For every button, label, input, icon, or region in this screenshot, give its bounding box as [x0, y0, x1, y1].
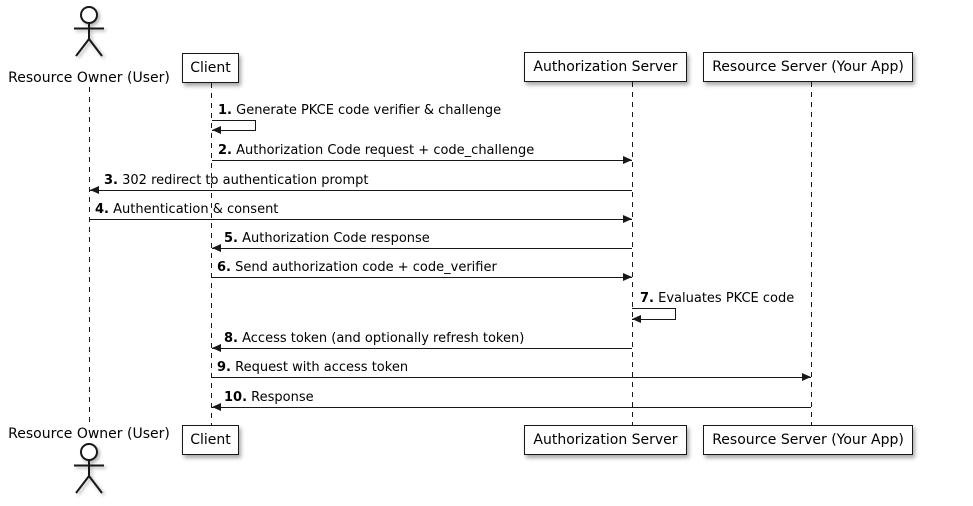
arrowhead-icon [623, 273, 632, 281]
message-label: 2. Authorization Code request + code_cha… [218, 143, 534, 158]
arrowhead-icon [212, 244, 221, 252]
message-number: 6. [217, 260, 231, 275]
message-text: Access token (and optionally refresh tok… [242, 331, 525, 346]
message-text: Evaluates PKCE code [658, 291, 795, 306]
arrowhead-icon [90, 186, 99, 194]
message-number: 8. [224, 331, 238, 346]
message-text: Authorization Code response [242, 231, 430, 246]
arrowhead-icon [632, 315, 641, 323]
arrowhead-icon [212, 344, 221, 352]
lifeline-user [89, 87, 90, 425]
message-arrow [212, 403, 811, 411]
message-number: 3. [104, 173, 118, 188]
message-label: 5. Authorization Code response [224, 231, 430, 246]
message-number: 5. [224, 231, 238, 246]
message-arrow [212, 273, 632, 281]
message-label: 7. Evaluates PKCE code [640, 291, 794, 306]
message-text: 302 redirect to authentication prompt [122, 173, 369, 188]
message-number: 7. [640, 291, 654, 306]
participant-user-bottom: Resource Owner (User) [8, 426, 170, 442]
message-number: 2. [218, 143, 232, 158]
message-number: 1. [218, 103, 232, 118]
self-message-arrow [212, 126, 255, 134]
self-message-arrow [632, 315, 675, 323]
self-message-arrow [212, 120, 255, 121]
lifeline-client [211, 83, 212, 425]
self-message-arrow [675, 308, 676, 320]
arrowhead-icon [623, 215, 632, 223]
message-number: 4. [95, 202, 109, 217]
message-label: 4. Authentication & consent [95, 202, 278, 217]
message-arrow [212, 156, 632, 164]
participant-resource-server-bottom: Resource Server (Your App) [703, 425, 913, 455]
participant-resource-server-top: Resource Server (Your App) [703, 52, 913, 82]
participant-user-top: Resource Owner (User) [8, 70, 170, 86]
message-label: 10. Response [224, 390, 314, 405]
lifeline-resource-server [811, 82, 812, 425]
message-text: Request with access token [235, 360, 409, 375]
participant-auth-server-top: Authorization Server [524, 52, 687, 82]
message-label: 9. Request with access token [217, 360, 408, 375]
self-message-arrow [632, 308, 675, 309]
message-text: Send authorization code + code_verifier [235, 260, 497, 275]
message-label: 6. Send authorization code + code_verifi… [217, 260, 497, 275]
message-arrow [212, 344, 632, 352]
message-arrow [212, 244, 632, 252]
actor-icon [74, 6, 104, 57]
arrowhead-icon [802, 373, 811, 381]
message-text: Generate PKCE code verifier & challenge [236, 103, 502, 118]
message-number: 10. [224, 390, 248, 405]
participant-client-top: Client [182, 53, 239, 83]
message-text: Authentication & consent [113, 202, 279, 217]
self-message-arrow [255, 120, 256, 131]
message-text: Authorization Code request + code_challe… [236, 143, 535, 158]
message-text: Response [251, 390, 314, 405]
participant-client-bottom: Client [182, 425, 239, 455]
message-arrow [90, 186, 632, 194]
arrowhead-icon [212, 126, 221, 134]
message-label: 1. Generate PKCE code verifier & challen… [218, 103, 501, 118]
message-arrow [89, 215, 632, 223]
arrowhead-icon [212, 403, 221, 411]
message-arrow [212, 373, 811, 381]
message-number: 9. [217, 360, 231, 375]
arrowhead-icon [623, 156, 632, 164]
actor-icon [74, 443, 104, 494]
message-label: 3. 302 redirect to authentication prompt [104, 173, 369, 188]
participant-auth-server-bottom: Authorization Server [524, 425, 687, 455]
lifeline-auth-server [632, 82, 633, 425]
message-label: 8. Access token (and optionally refresh … [224, 331, 524, 346]
